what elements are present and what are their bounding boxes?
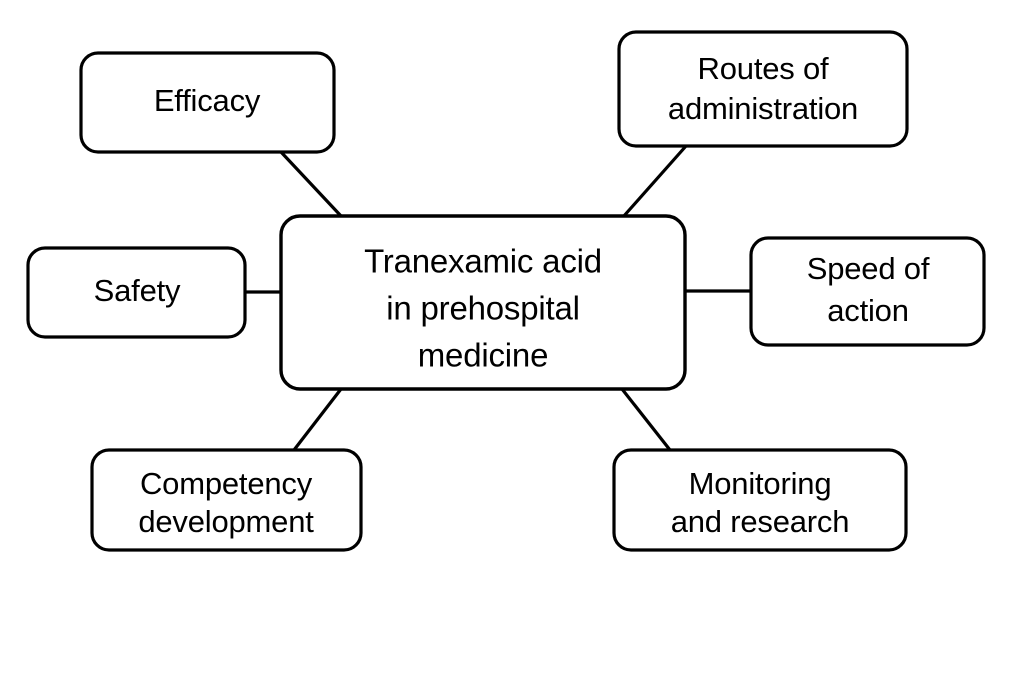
node-efficacy-label: Efficacy [154,83,261,118]
connector-central-to-monitoring [620,388,672,451]
node-central-label-line-2: in prehospital [386,290,580,327]
node-competency-development-label-line-2: development [138,504,314,539]
node-competency-development-box[interactable] [90,448,363,552]
node-routes-of-administration[interactable]: Routes of administration [617,30,909,148]
node-central-label-line-3: medicine [418,337,548,374]
node-competency-development[interactable]: Competency development [90,448,363,552]
node-monitoring-and-research[interactable]: Monitoring and research [612,448,908,552]
node-safety-label: Safety [94,273,181,308]
connector-efficacy-to-central [279,150,343,218]
node-routes-of-administration-label-line-2: administration [668,91,858,126]
connector-group [244,144,751,451]
node-monitoring-and-research-label-line-1: Monitoring [689,466,832,501]
node-monitoring-and-research-box[interactable] [612,448,908,552]
node-efficacy[interactable]: Efficacy [79,51,336,154]
node-routes-of-administration-label-line-1: Routes of [698,51,829,86]
node-monitoring-and-research-label-line-2: and research [671,504,850,539]
node-central-label-line-1: Tranexamic acid [364,243,602,280]
node-speed-of-action-label-line-2: action [827,293,909,328]
node-safety-box[interactable] [26,246,247,339]
node-safety[interactable]: Safety [26,246,247,339]
node-speed-of-action-box[interactable] [749,236,986,347]
node-central[interactable]: Tranexamic acid in prehospital medicine [279,214,687,391]
connector-routes-to-central [621,144,688,219]
node-speed-of-action[interactable]: Speed of action [749,236,986,347]
connector-central-to-competency [292,388,343,451]
node-speed-of-action-label-line-1: Speed of [807,251,930,286]
node-competency-development-label-line-1: Competency [140,466,313,501]
node-routes-of-administration-box[interactable] [617,30,909,148]
node-efficacy-box[interactable] [79,51,336,154]
node-central-box[interactable] [279,214,687,391]
